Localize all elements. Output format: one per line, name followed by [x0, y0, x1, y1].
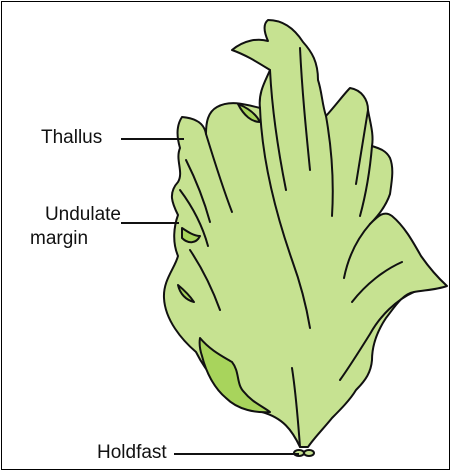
undulate-margin-label: Undulate margin [18, 203, 121, 251]
undulate-margin-label-line2: margin [18, 227, 121, 251]
holdfast-pointer-line [174, 453, 299, 455]
thallus-label: Thallus [41, 126, 102, 150]
undulate-margin-label-line1: Undulate [18, 203, 121, 227]
thallus-pointer-line [121, 138, 184, 140]
undulate-margin-pointer-line [121, 222, 179, 224]
thallus-blade [164, 20, 447, 447]
holdfast-label: Holdfast [97, 441, 167, 465]
